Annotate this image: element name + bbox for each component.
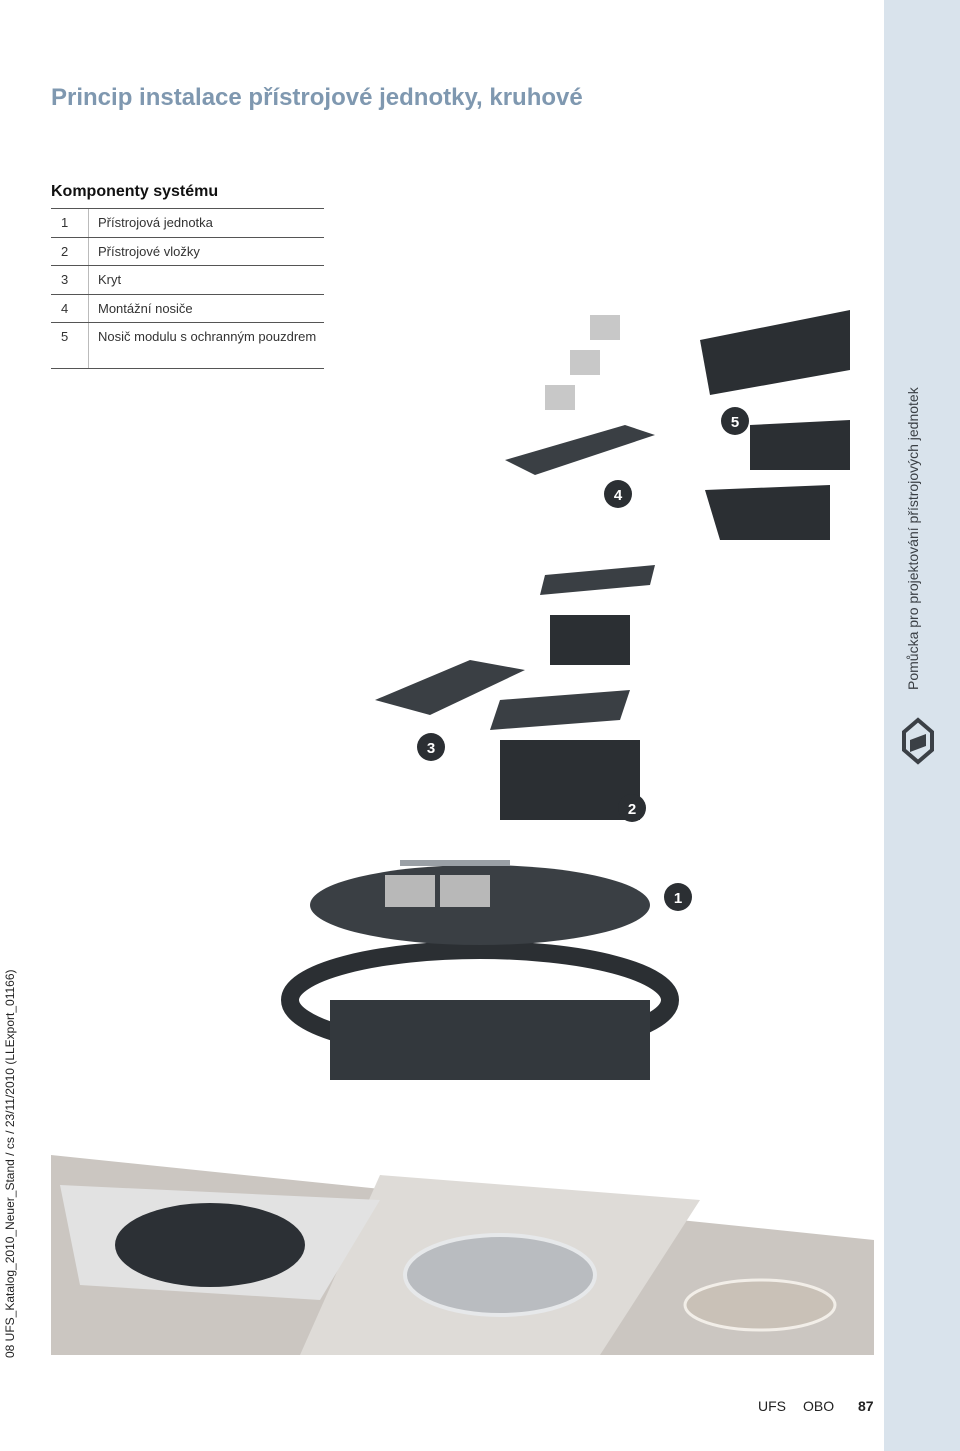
floor-slab — [51, 1155, 874, 1355]
round-unit-assembly — [281, 860, 679, 1080]
svg-text:3: 3 — [427, 740, 435, 757]
table-row: 4 Montážní nosiče — [51, 295, 324, 323]
components-table: 1 Přístrojová jednotka 2 Přístrojové vlo… — [51, 208, 324, 369]
side-label: Pomůcka pro projektování přístrojových j… — [905, 387, 921, 690]
table-row: 5 Nosič modulu s ochranným pouzdrem — [51, 323, 324, 369]
table-row: 1 Přístrojová jednotka — [51, 209, 324, 238]
mounting-carriers — [505, 315, 655, 475]
module-carrier-housing — [700, 310, 850, 540]
item-number: 4 — [51, 295, 89, 322]
page-number: 87 — [858, 1398, 874, 1414]
marker-1: 1 — [664, 883, 692, 911]
item-label: Montážní nosiče — [98, 301, 193, 316]
obo-logo-icon — [902, 717, 934, 765]
svg-text:4: 4 — [614, 487, 623, 504]
marker-4: 4 — [604, 480, 632, 508]
item-label: Kryt — [98, 272, 122, 287]
exploded-assembly-illustration: 1 2 3 4 5 — [51, 310, 874, 1355]
marker-3: 3 — [417, 733, 445, 761]
svg-text:5: 5 — [731, 414, 739, 431]
item-number: 1 — [51, 209, 89, 237]
footer-brand: OBO — [803, 1398, 835, 1414]
item-number: 3 — [51, 266, 89, 294]
table-row: 2 Přístrojové vložky — [51, 238, 324, 266]
device-insert-and-cover — [375, 565, 655, 820]
svg-text:2: 2 — [628, 801, 636, 818]
item-number: 5 — [51, 323, 89, 368]
svg-text:1: 1 — [674, 890, 682, 907]
item-label: Přístrojové vložky — [98, 244, 200, 259]
marker-5: 5 — [721, 407, 749, 435]
item-label: Přístrojová jednotka — [98, 215, 213, 230]
table-row: 3 Kryt — [51, 266, 324, 295]
item-label: Nosič modulu s ochranným pouzdrem — [98, 329, 317, 344]
footer-section: UFS — [758, 1398, 786, 1414]
marker-2: 2 — [618, 794, 646, 822]
components-heading: Komponenty systému — [51, 183, 219, 200]
item-number: 2 — [51, 238, 89, 265]
page-title: Princip instalace přístrojové jednotky, … — [51, 84, 583, 111]
